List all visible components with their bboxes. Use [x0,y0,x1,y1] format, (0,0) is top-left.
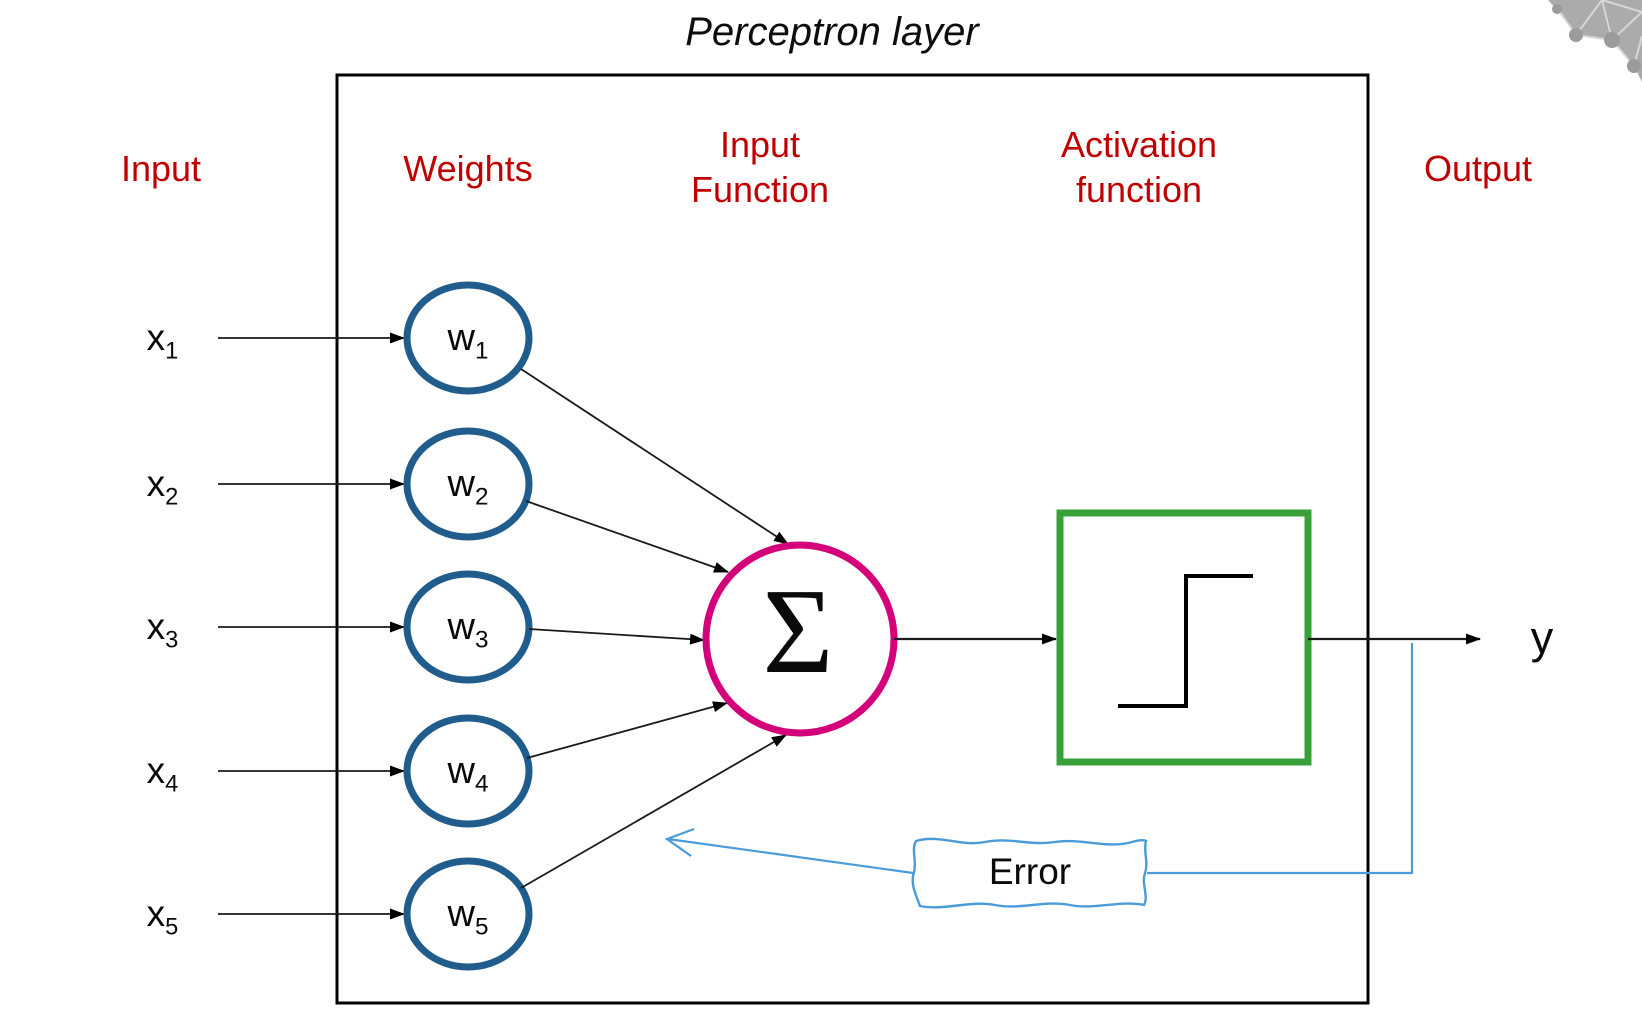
header-input: Input [120,148,202,189]
feedback-arrowhead-icon [664,827,695,857]
weight-label-w1: w1 [447,317,489,365]
weight-node-w1 [403,281,533,395]
diagram-title: Perceptron layer [685,10,979,54]
weight-node-w3 [403,570,533,684]
input-label-x4: x4 [146,750,179,798]
header-output: Output [1423,148,1533,189]
sum-symbol: Σ [762,564,834,699]
header-input-function: Input Function [660,122,860,212]
wire-w5-sum [520,734,787,889]
weight-label-w2: w2 [447,463,489,511]
wire-w4-sum [526,701,728,759]
wire-w2-sum [525,500,729,573]
weight-label-w5: w5 [447,893,489,941]
weight-node-w2 [403,427,533,541]
header-activation-function: Activation function [1019,122,1259,212]
header-input-function-line2: Function [690,169,830,210]
input-label-x5: x5 [146,893,179,941]
header-input-function-line1: Input [719,124,801,165]
step-function-icon [1118,574,1253,708]
error-label: Error [988,851,1072,892]
feedback-arrow-line [667,837,914,875]
error-box [911,837,1148,909]
weight-node-w5 [403,857,533,971]
output-label: y [1530,612,1554,663]
feedback-wire [1147,643,1414,875]
weight-node-w4 [403,714,533,828]
input-label-x3: x3 [146,606,179,654]
header-activation-function-line1: Activation [1060,124,1218,165]
header-weights: Weights [403,148,533,189]
weight-label-w3: w3 [447,606,489,654]
input-label-x2: x2 [146,463,179,511]
input-label-x1: x1 [146,317,179,365]
wire-w3-sum [528,628,705,645]
header-activation-function-line2: function [1075,169,1203,210]
corner-network-decoration [1548,0,1642,82]
weight-label-w4: w4 [447,750,489,798]
perceptron-layer-box [335,73,1370,1005]
wire-w1-sum [520,368,789,545]
